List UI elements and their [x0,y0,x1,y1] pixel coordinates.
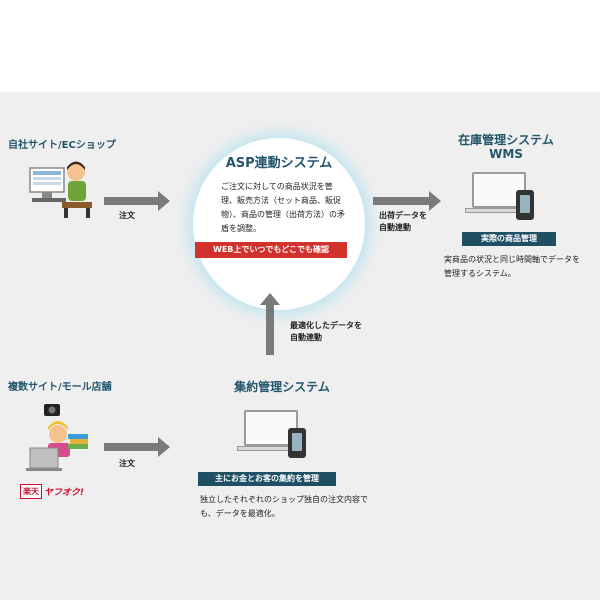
optimized-data-label-line2: 自動連動 [290,333,322,342]
shipping-data-label-line2: 自動連動 [379,223,411,232]
wms-title-line2: WMS [489,147,523,161]
rakuten-logo: 楽天 [20,484,42,499]
multi-site-title: 複数サイト/モール店舗 [8,382,112,393]
aggregation-system-title: 集約管理システム [234,380,330,394]
web-access-banner: WEB上でいつでもどこでも確認 [195,242,347,258]
aggregation-description: 独立したそれぞれのショップ独自の注文内容でも、データを最適化。 [200,495,368,518]
person-at-computer-icon [28,158,96,220]
order-label-bottom: 注文 [119,459,135,468]
optimized-data-arrow [260,293,280,355]
shipping-data-arrow [373,191,441,211]
wms-title-line1: 在庫管理システム [458,133,554,147]
own-site-title: 自社サイト/ECショップ [8,140,116,151]
wms-description: 実商品の状況と同じ時間軸でデータを管理するシステム。 [444,255,580,278]
asp-system-title: ASP連動システム [225,156,333,171]
aggregation-tag: 主にお金とお客の集約を管理 [198,472,336,486]
order-label-top: 注文 [119,211,135,220]
wms-tag: 実際の商品管理 [462,232,556,246]
order-arrow-bottom [104,437,170,457]
shipping-data-label-line1: 出荷データを [379,211,427,220]
order-arrow-top [104,191,170,211]
asp-system-circle: ASP連動システム ご注文に対しての商品状況を管理、販売方法（セット商品、販促物… [193,138,365,310]
yahuoku-logo: ヤフオク! [44,488,84,498]
asp-system-description: ご注文に対しての商品状況を管理、販売方法（セット商品、販促物）、商品の管理（出荷… [221,182,345,233]
optimized-data-label-line1: 最適化したデータを [290,321,362,330]
shopper-illustration-icon [24,400,96,480]
